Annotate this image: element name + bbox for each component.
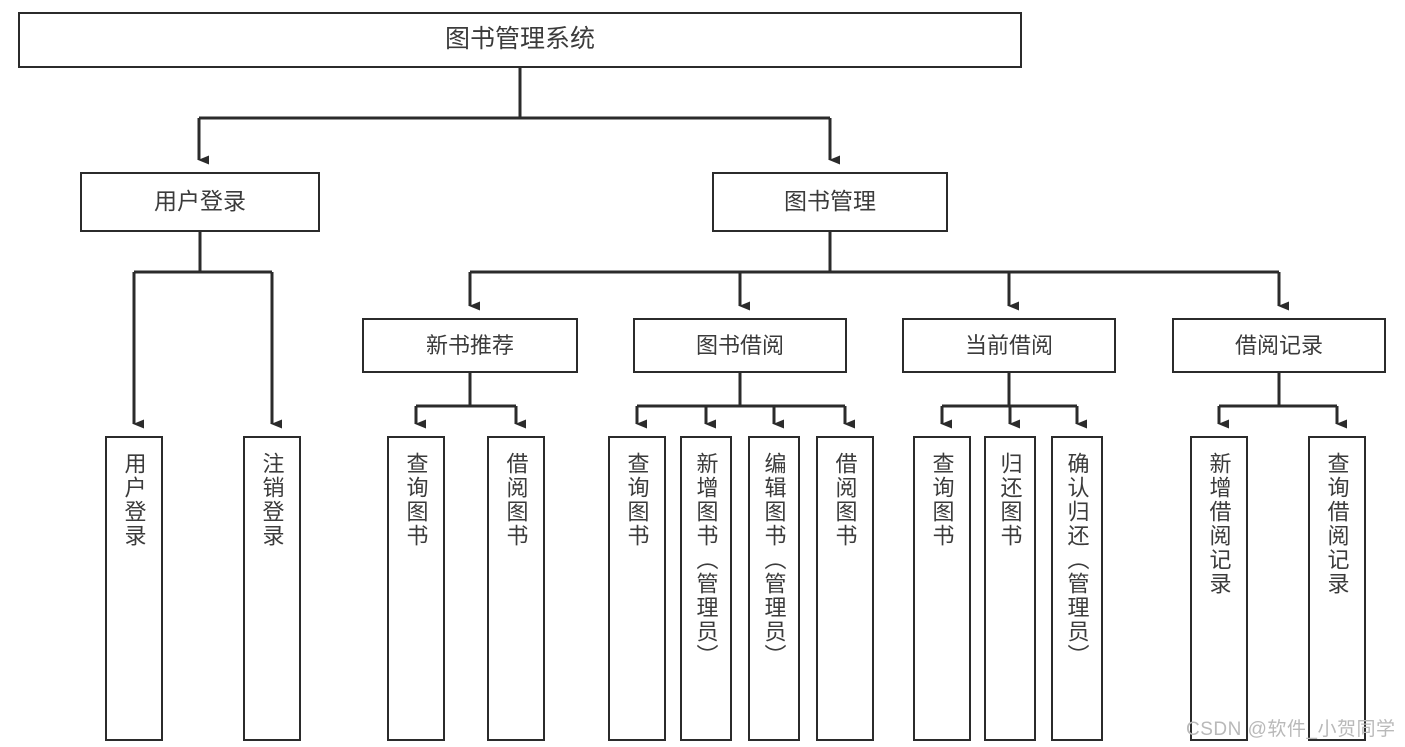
node-leaf-user-login-label: 用户登录	[121, 452, 147, 548]
node-borrow-record-label: 借阅记录	[1234, 332, 1323, 358]
node-leaf-edit-book-label: 编辑图书（管理员）	[761, 452, 787, 668]
node-root[interactable]: 图书管理系统	[18, 12, 1022, 68]
node-root-label: 图书管理系统	[444, 25, 595, 54]
node-leaf-query-book-1-label: 查询图书	[403, 452, 429, 548]
node-leaf-add-book[interactable]: 新增图书（管理员）	[680, 436, 732, 741]
node-current-borrow-label: 当前借阅	[964, 332, 1053, 358]
node-leaf-query-book-2-label: 查询图书	[624, 452, 650, 548]
node-leaf-add-record[interactable]: 新增借阅记录	[1190, 436, 1248, 741]
node-new-book-rec-label: 新书推荐	[425, 332, 514, 358]
node-leaf-query-book-3-label: 查询图书	[929, 452, 955, 548]
node-leaf-logout-label: 注销登录	[259, 452, 285, 548]
node-leaf-query-record-label: 查询借阅记录	[1324, 452, 1350, 596]
node-leaf-query-book-1[interactable]: 查询图书	[387, 436, 445, 741]
node-book-manage-label: 图书管理	[784, 188, 876, 215]
node-new-book-rec[interactable]: 新书推荐	[362, 318, 578, 373]
node-book-borrow[interactable]: 图书借阅	[633, 318, 847, 373]
node-leaf-return-book-label: 归还图书	[997, 452, 1023, 548]
node-leaf-confirm-return-label: 确认归还（管理员）	[1064, 452, 1090, 668]
node-leaf-edit-book[interactable]: 编辑图书（管理员）	[748, 436, 800, 741]
node-leaf-borrow-book-2-label: 借阅图书	[832, 452, 858, 548]
watermark-text: CSDN @软件_小贺同学	[1186, 719, 1396, 740]
node-user-login[interactable]: 用户登录	[80, 172, 320, 232]
node-leaf-borrow-book-1[interactable]: 借阅图书	[487, 436, 545, 741]
node-leaf-logout[interactable]: 注销登录	[243, 436, 301, 741]
node-leaf-confirm-return[interactable]: 确认归还（管理员）	[1051, 436, 1103, 741]
node-book-manage[interactable]: 图书管理	[712, 172, 948, 232]
node-book-borrow-label: 图书借阅	[695, 332, 784, 358]
node-leaf-query-book-3[interactable]: 查询图书	[913, 436, 971, 741]
node-leaf-add-record-label: 新增借阅记录	[1206, 452, 1232, 596]
node-leaf-query-book-2[interactable]: 查询图书	[608, 436, 666, 741]
node-leaf-add-book-label: 新增图书（管理员）	[693, 452, 719, 668]
node-current-borrow[interactable]: 当前借阅	[902, 318, 1116, 373]
node-leaf-query-record[interactable]: 查询借阅记录	[1308, 436, 1366, 741]
node-leaf-return-book[interactable]: 归还图书	[984, 436, 1036, 741]
node-borrow-record[interactable]: 借阅记录	[1172, 318, 1386, 373]
node-leaf-user-login[interactable]: 用户登录	[105, 436, 163, 741]
node-leaf-borrow-book-2[interactable]: 借阅图书	[816, 436, 874, 741]
node-user-login-label: 用户登录	[154, 188, 246, 215]
node-leaf-borrow-book-1-label: 借阅图书	[503, 452, 529, 548]
